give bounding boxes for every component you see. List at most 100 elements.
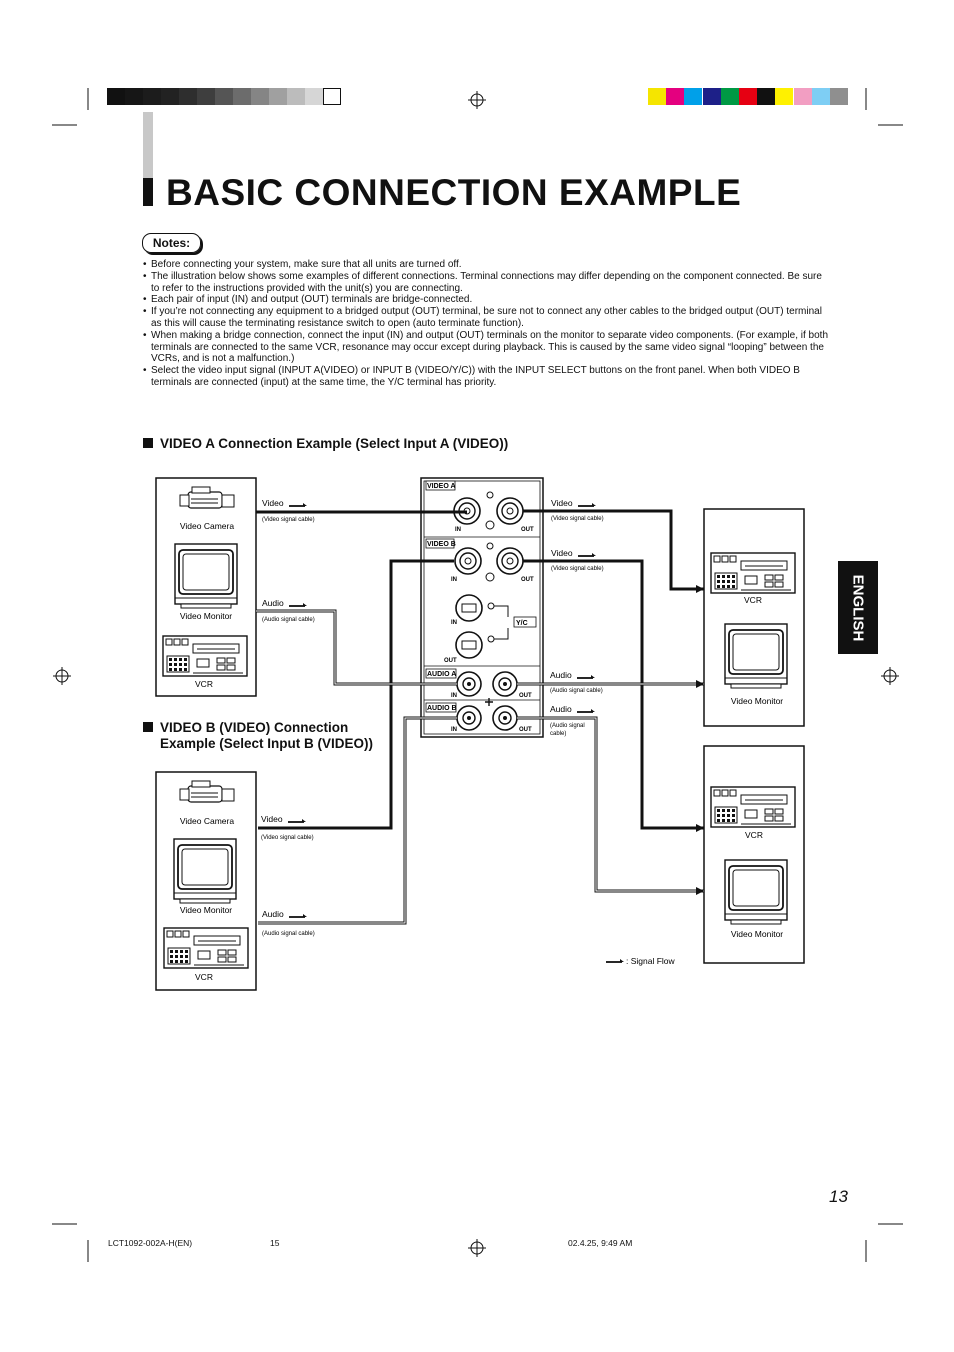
note-item: Before connecting your system, make sure… — [143, 259, 833, 271]
footer-sheet-number: 15 — [270, 1238, 280, 1248]
gray-swatch — [179, 88, 197, 105]
title-marker — [143, 178, 153, 206]
vcr-label: VCR — [195, 972, 213, 982]
video-monitor-icon — [173, 838, 237, 904]
signal-flow-arrow-icon — [576, 674, 596, 679]
video-a-label: VIDEO A — [427, 483, 456, 490]
color-swatch — [720, 88, 739, 105]
svg-text:(Video signal cable): (Video signal cable) — [551, 566, 604, 572]
svg-text:OUT: OUT — [444, 658, 457, 664]
color-swatch — [648, 88, 666, 105]
gray-swatch — [143, 88, 161, 105]
svg-text:Video: Video — [551, 498, 573, 508]
svg-text:IN: IN — [451, 577, 457, 583]
audio-b-label: AUDIO B — [427, 705, 457, 712]
gray-swatch — [125, 88, 143, 105]
video-camera-label: Video Camera — [180, 521, 234, 531]
svg-text:OUT: OUT — [519, 693, 532, 699]
svg-text:(Audio signal: (Audio signal — [550, 723, 585, 729]
svg-text:(Audio signal cable): (Audio signal cable) — [262, 931, 315, 937]
svg-text:(Video signal cable): (Video signal cable) — [262, 517, 315, 523]
gray-swatch — [251, 88, 269, 105]
color-swatch — [684, 88, 703, 105]
gray-swatch — [161, 88, 179, 105]
video-camera-label: Video Camera — [180, 816, 234, 826]
svg-text:IN: IN — [451, 727, 457, 733]
cable-arrowheads — [696, 585, 704, 895]
color-swatch — [702, 88, 721, 105]
color-swatch — [666, 88, 685, 105]
video-monitor-icon — [724, 859, 788, 925]
video-monitor-icon — [724, 623, 788, 689]
audio-b-out-connector-icon — [492, 705, 518, 731]
svg-text:Video: Video — [262, 498, 284, 508]
note-item: Each pair of input (IN) and output (OUT)… — [143, 294, 833, 306]
signal-flow-arrow-icon — [288, 502, 308, 507]
language-tab: ENGLISH — [838, 561, 878, 654]
gray-swatch — [305, 88, 323, 105]
color-swatch — [793, 88, 812, 105]
svg-text:Audio: Audio — [262, 598, 284, 608]
gray-swatch — [269, 88, 287, 105]
audio-b-in-connector-icon — [456, 705, 482, 731]
color-swatch — [775, 88, 794, 105]
cable-labels: Video (Video signal cable) Audio (Audio … — [261, 498, 604, 937]
section-b-heading: VIDEO B (VIDEO) Connection Example (Sele… — [143, 720, 373, 752]
section-a-heading: VIDEO A Connection Example (Select Input… — [143, 436, 508, 452]
signal-flow-arrow-icon — [288, 913, 308, 918]
signal-flow-arrow-icon — [287, 818, 307, 823]
svg-text:(Audio signal cable): (Audio signal cable) — [550, 688, 603, 694]
note-item: The illustration below shows some exampl… — [143, 271, 833, 295]
svg-text:: Signal Flow: : Signal Flow — [626, 956, 676, 966]
svg-text:IN: IN — [451, 693, 457, 699]
signal-cables — [256, 509, 704, 925]
notes-list: Before connecting your system, make sure… — [143, 259, 833, 389]
svg-text:IN: IN — [451, 620, 457, 626]
signal-flow-arrow-icon — [577, 502, 597, 507]
vcr-label: VCR — [195, 679, 213, 689]
note-item: When making a bridge connection, connect… — [143, 330, 833, 365]
svg-text:(Video signal cable): (Video signal cable) — [261, 835, 314, 841]
video-monitor-label: Video Monitor — [180, 905, 232, 915]
footer-doc-code: LCT1092-002A-H(EN) — [108, 1238, 193, 1248]
signal-flow-arrow-icon — [577, 552, 597, 557]
signal-flow-legend: : Signal Flow — [605, 956, 676, 966]
note-item: If you’re not connecting any equipment t… — [143, 306, 833, 330]
color-swatch — [757, 88, 776, 105]
svg-text:Audio: Audio — [550, 670, 572, 680]
svg-text:IN: IN — [455, 527, 461, 533]
source-equipment-group-b: Video Camera Video Monitor VCR — [155, 771, 257, 991]
notes-label: Notes: — [142, 233, 201, 253]
video-monitor-label: Video Monitor — [731, 696, 783, 706]
svg-text:OUT: OUT — [521, 527, 534, 533]
source-equipment-group-a: Video Camera Video Monitor VCR — [155, 477, 257, 697]
page-title: BASIC CONNECTION EXAMPLE — [166, 172, 742, 213]
yc-label: Y/C — [516, 620, 528, 627]
destination-equipment-group-b: VCR Video Monitor — [703, 745, 805, 964]
destination-equipment-group-a: VCR Video Monitor — [703, 508, 805, 727]
note-item: Select the video input signal (INPUT A(V… — [143, 365, 833, 389]
page-number: 13 — [829, 1187, 848, 1206]
svg-text:cable): cable) — [550, 731, 566, 737]
vcr-icon — [710, 552, 796, 594]
video-a-out-connector-icon — [496, 497, 524, 525]
square-bullet-icon — [143, 438, 153, 448]
svg-text:(Audio signal cable): (Audio signal cable) — [262, 617, 315, 623]
vcr-icon — [163, 927, 249, 969]
color-swatch — [830, 88, 848, 105]
svg-text:Video: Video — [551, 548, 573, 558]
video-b-in-connector-icon — [454, 547, 482, 575]
title-accent-bar — [143, 112, 153, 204]
svg-text:OUT: OUT — [521, 577, 534, 583]
signal-flow-arrow-icon — [288, 602, 308, 607]
svg-text:Video: Video — [261, 814, 283, 824]
rear-terminal-panel: VIDEO A IN OUT VIDEO B IN OUT Y/C IN OUT — [420, 477, 544, 738]
yc-connectors-icon: Y/C — [455, 594, 537, 659]
color-swatch — [811, 88, 830, 105]
audio-a-out-connector-icon — [492, 671, 518, 697]
gray-swatch — [107, 88, 125, 105]
gray-swatch — [197, 88, 215, 105]
video-monitor-icon — [174, 543, 238, 609]
gray-swatch — [215, 88, 233, 105]
